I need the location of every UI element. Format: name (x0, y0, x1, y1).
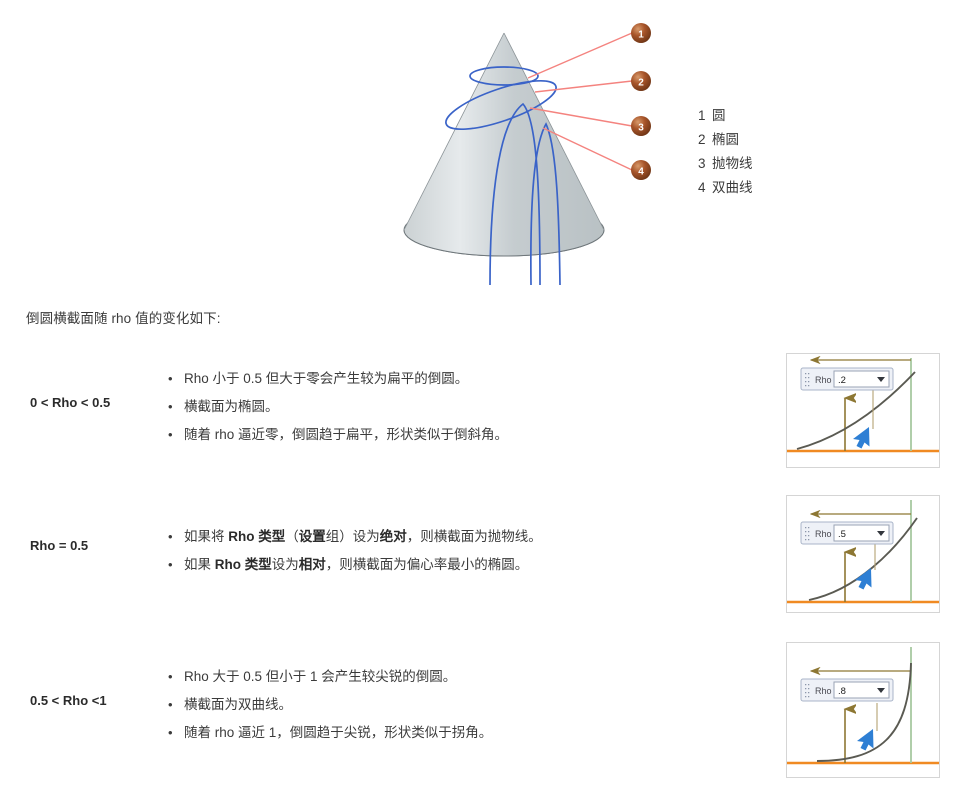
callout-marker-2: 2 (631, 71, 651, 91)
cursor-pointer-icon (853, 427, 870, 449)
legend-number-1: 1 (698, 108, 706, 123)
legend-number-3: 3 (698, 156, 706, 171)
callout-marker-3: 3 (631, 116, 651, 136)
rho-bullets-2: Rho 大于 0.5 但小于 1 会产生较尖锐的倒圆。横截面为双曲线。随着 rh… (168, 663, 768, 747)
preview-canvas: Rho .5 (787, 500, 939, 604)
cone-left-edge (403, 32, 505, 231)
bullet-text: 设为 (271, 557, 299, 572)
cone-illustration: 1 2 3 4 (403, 23, 651, 285)
rho-range-label-2: 0.5 < Rho <1 (30, 693, 107, 708)
leader-line-4 (542, 127, 633, 171)
rho-bullet-item: Rho 小于 0.5 但大于零会产生较为扁平的倒圆。 (168, 365, 768, 393)
callout-number-3: 3 (638, 123, 644, 134)
section-circle (469, 66, 539, 86)
rho-value-input[interactable] (833, 681, 890, 699)
rho-row-2: 0.5 < Rho <1 Rho 大于 0.5 但小于 1 会产生较尖锐的倒圆。… (0, 630, 957, 780)
preview-canvas: Rho .2 (787, 355, 939, 453)
leader-line-2 (534, 80, 633, 93)
bullet-text: ，则横截面为抛物线。 (406, 529, 542, 544)
bullet-text: ，则横截面为偏心率最小的椭圆。 (325, 557, 529, 572)
bullet-text: 如果 (184, 557, 215, 572)
bullet-text: Rho 小于 0.5 但大于零会产生较为扁平的倒圆。 (184, 371, 469, 386)
bullet-text: 随着 rho 逼近零，倒圆趋于扁平，形状类似于倒斜角。 (184, 427, 509, 442)
preview-canvas: Rho .8 (787, 647, 939, 765)
legend-label-4: 双曲线 (712, 180, 753, 195)
legend-label-3: 抛物线 (712, 156, 753, 171)
legend-item-3: 3 抛物线 (698, 152, 858, 176)
rho-bullet-item: 横截面为椭圆。 (168, 393, 768, 421)
chevron-down-icon[interactable] (877, 377, 885, 382)
section-parabola (489, 102, 541, 285)
callout-number-1: 1 (638, 30, 644, 41)
section-ellipse (445, 79, 557, 131)
rho-preview-0-8: Rho .8 (786, 642, 940, 778)
rho-bullet-item: 随着 rho 逼近 1，倒圆趋于尖锐，形状类似于拐角。 (168, 719, 768, 747)
section-hyperbola (530, 122, 561, 285)
rho-bullets-0: Rho 小于 0.5 但大于零会产生较为扁平的倒圆。横截面为椭圆。随着 rho … (168, 365, 768, 449)
callout-number-4: 4 (638, 167, 644, 178)
emphasis-text: 相对 (298, 557, 326, 572)
rho-bullet-item: 如果将 Rho 类型（设置组）设为绝对，则横截面为抛物线。 (168, 523, 768, 551)
rho-bullet-item: Rho 大于 0.5 但小于 1 会产生较尖锐的倒圆。 (168, 663, 768, 691)
emphasis-text: Rho 类型 (228, 529, 286, 544)
emphasis-text: 绝对 (379, 529, 407, 544)
cursor-pointer-icon (857, 729, 874, 751)
rho-preview-0-2: Rho .2 (786, 353, 940, 468)
emphasis-text: 设置 (298, 529, 326, 544)
bullet-text: Rho 大于 0.5 但小于 1 会产生较尖锐的倒圆。 (184, 669, 457, 684)
legend-number-4: 4 (698, 180, 706, 195)
rho-curve-profile (816, 662, 912, 762)
emphasis-text: Rho 类型 (214, 557, 272, 572)
bullet-text: （ (285, 529, 299, 544)
bullet-text: 如果将 (184, 529, 229, 544)
rho-value-input[interactable] (833, 370, 890, 388)
rho-range-label-1: Rho = 0.5 (30, 538, 89, 553)
rho-field-label: Rho (815, 529, 832, 539)
cone-right-edge (503, 32, 605, 231)
rho-value-input[interactable] (833, 524, 890, 542)
leader-line-1 (527, 32, 633, 79)
rho-value-text: .2 (838, 375, 846, 386)
legend-item-2: 2 椭圆 (698, 128, 858, 152)
legend-item-4: 4 双曲线 (698, 176, 858, 200)
callout-number-2: 2 (638, 78, 644, 89)
bullet-text: 组）设为 (325, 529, 380, 544)
cone-base-front-arc (403, 229, 605, 257)
rho-field-label: Rho (815, 375, 832, 385)
rho-bullets-1: 如果将 Rho 类型（设置组）设为绝对，则横截面为抛物线。如果 Rho 类型设为… (168, 523, 768, 579)
rho-row-1: Rho = 0.5 如果将 Rho 类型（设置组）设为绝对，则横截面为抛物线。如… (0, 485, 957, 630)
cursor-pointer-icon (855, 568, 872, 590)
rho-curve-profile (796, 371, 916, 450)
rho-bullet-item: 随着 rho 逼近零，倒圆趋于扁平，形状类似于倒斜角。 (168, 421, 768, 449)
bullet-text: 随着 rho 逼近 1，倒圆趋于尖锐，形状类似于拐角。 (184, 725, 493, 740)
cone-body (404, 33, 604, 256)
rho-bullet-item: 横截面为双曲线。 (168, 691, 768, 719)
chevron-down-icon[interactable] (877, 531, 885, 536)
rho-preview-0-5: Rho .5 (786, 495, 940, 613)
rho-curve-profile (808, 517, 918, 601)
rho-value-text: .5 (838, 529, 846, 540)
bullet-text: 横截面为双曲线。 (184, 697, 292, 712)
callout-marker-4: 4 (631, 160, 651, 180)
rho-row-0: 0 < Rho < 0.5 Rho 小于 0.5 但大于零会产生较为扁平的倒圆。… (0, 345, 957, 485)
intro-text: 倒圆横截面随 rho 值的变化如下: (26, 311, 221, 326)
legend-number-2: 2 (698, 132, 706, 147)
rho-value-text: .8 (838, 686, 846, 697)
rho-range-label-0: 0 < Rho < 0.5 (30, 395, 111, 410)
legend-label-1: 圆 (712, 108, 726, 123)
bullet-text: 横截面为椭圆。 (184, 399, 279, 414)
rho-variation-table: 0 < Rho < 0.5 Rho 小于 0.5 但大于零会产生较为扁平的倒圆。… (0, 345, 957, 780)
legend-label-2: 椭圆 (712, 132, 739, 147)
chevron-down-icon[interactable] (877, 688, 885, 693)
leader-line-3 (529, 107, 633, 127)
rho-field-label: Rho (815, 686, 832, 696)
rho-bullet-item: 如果 Rho 类型设为相对，则横截面为偏心率最小的椭圆。 (168, 551, 768, 579)
callout-marker-1: 1 (631, 23, 651, 43)
